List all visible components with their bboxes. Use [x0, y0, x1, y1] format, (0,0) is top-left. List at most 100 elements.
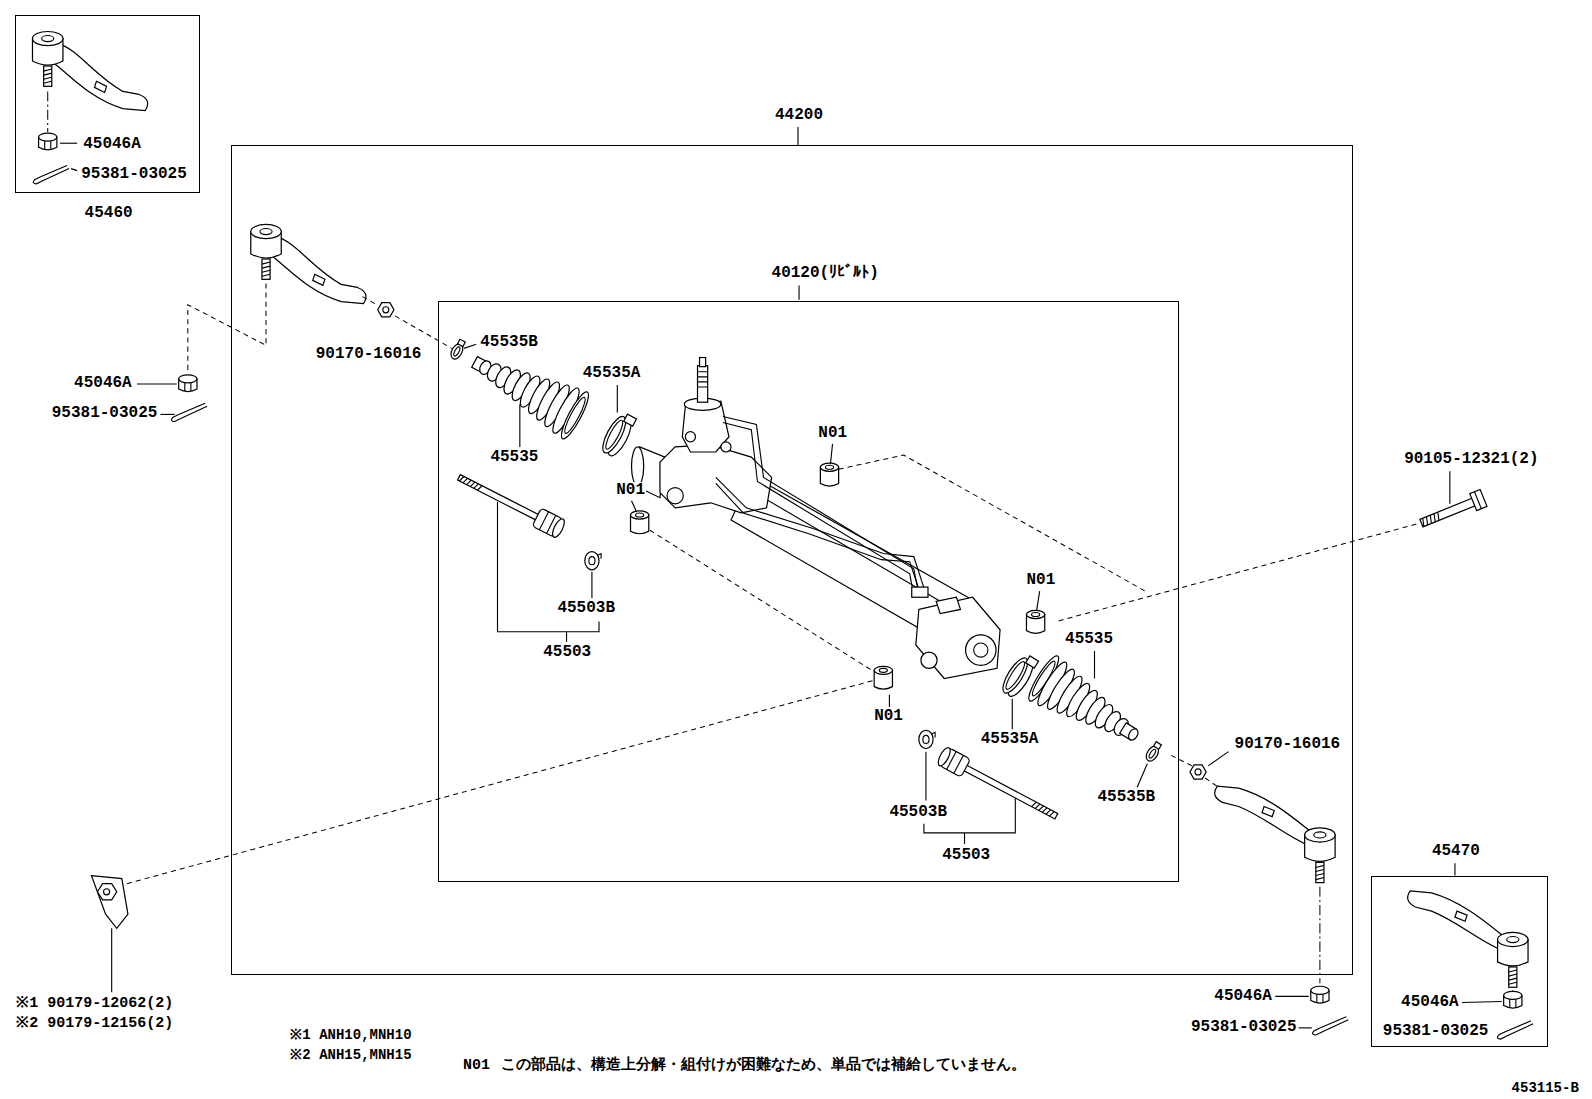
note-text: ※2 ANH15,MNH15: [289, 1049, 412, 1064]
rack-housing: [721, 442, 731, 452]
part-number: 95381-03025: [1190, 1019, 1298, 1037]
boot-clip: [458, 339, 466, 346]
hex-nut: [1190, 765, 1206, 779]
leader-lines: [1137, 764, 1147, 787]
boot-clip: [1144, 741, 1163, 764]
rack-end: [936, 746, 1061, 825]
part-number: 45046A: [1400, 995, 1460, 1013]
callout-number: N01: [873, 708, 904, 726]
leader-lines: [925, 752, 926, 801]
assembly-box: 4420040120(ﾘﾋﾞﾙﾄ): [231, 145, 1353, 975]
cotter-pin: [1497, 1021, 1533, 1039]
part-number: 45046A: [1213, 989, 1273, 1007]
boot-clip: [453, 346, 461, 357]
lock-washer: [585, 552, 601, 570]
callout-number: N01: [462, 1058, 491, 1075]
boot-clamp: [1003, 660, 1027, 692]
rack-housing: [698, 372, 708, 387]
rack-housing: [632, 447, 644, 486]
cotter-pin: [171, 403, 207, 421]
leader-lines: [1299, 1027, 1312, 1028]
castle-nut: [179, 375, 197, 392]
rack-housing: [966, 635, 996, 665]
steering-boot: [557, 389, 593, 441]
boot-clamp: [598, 410, 637, 459]
part-number: 90170-16016: [315, 347, 423, 365]
note-text: この部品は、構造上分解・組付けが困難なため、単品では補給していません。: [500, 1058, 1027, 1075]
assembly-lines: [1512, 990, 1513, 991]
leader-lines: [1037, 591, 1040, 610]
bushing: [631, 511, 649, 534]
rack-housing: [716, 477, 926, 594]
rack-housing: [916, 597, 1000, 678]
bracket-bolt: [104, 889, 110, 895]
part-number: 45503B: [888, 804, 948, 822]
leader-lines: [591, 572, 592, 598]
box-title: 45460: [84, 206, 134, 224]
assembly-lines: [1168, 754, 1192, 766]
rack-housing: [756, 494, 964, 616]
leader-lines: [519, 404, 520, 447]
bracket-bolt: [91, 876, 128, 929]
boot-clamp: [624, 414, 637, 426]
leader-lines: [111, 928, 112, 992]
leader-lines: [889, 695, 890, 707]
box-title: 40120(ﾘﾋﾞﾙﾄ): [771, 265, 880, 283]
leader-lines: [137, 383, 177, 384]
rack-end: [936, 746, 953, 768]
leader-lines: [1454, 863, 1455, 875]
bolt: [1418, 490, 1487, 532]
rack-housing: [723, 423, 914, 596]
box-title: 45470: [1431, 843, 1481, 861]
leader-lines: [924, 798, 1015, 844]
part-number: 45046A: [82, 136, 142, 154]
assembly-lines: [47, 91, 48, 132]
part-number: 45503B: [556, 601, 616, 619]
leader-lines: [831, 444, 833, 463]
callout-number: N01: [1025, 572, 1056, 590]
tie-rod-end: [1215, 786, 1335, 882]
leader-lines: [617, 385, 618, 412]
steering-boot: [462, 339, 593, 442]
boot-clamp: [603, 418, 625, 451]
leader-lines: [798, 285, 799, 299]
part-number: 45535A: [980, 732, 1040, 750]
assembly-lines: [1319, 887, 1320, 983]
rack-end: [458, 475, 540, 521]
bolt: [1420, 498, 1476, 527]
leader-lines: [60, 143, 77, 144]
box-title: 44200: [774, 107, 824, 125]
rack-housing: [723, 416, 919, 594]
part-number: 45535B: [479, 335, 539, 353]
part-number: 95381-03025: [1382, 1023, 1490, 1041]
rack-end: [1032, 801, 1055, 817]
hex-nut: [378, 303, 394, 317]
rack-housing: [936, 597, 960, 613]
part-number: 45535: [1064, 631, 1114, 649]
part-number: 90105-12321(2): [1403, 451, 1539, 469]
leader-lines: [1012, 699, 1013, 729]
boot-clamp: [1026, 656, 1039, 668]
rack-housing: [685, 432, 695, 442]
assembly-lines: [48, 91, 1513, 991]
part-kit-box: 4547045046A95381-03025: [1371, 876, 1549, 1047]
castle-nut: [39, 133, 57, 150]
bushing: [874, 666, 892, 689]
leader-lines: [797, 127, 798, 145]
leader-lines: [1462, 1001, 1502, 1002]
rack-housing: [698, 366, 708, 403]
castle-nut: [1504, 991, 1522, 1008]
part-number: 45503: [941, 847, 991, 865]
rack-housing: [716, 483, 921, 595]
bolt: [1470, 490, 1487, 511]
rack-housing: [921, 652, 937, 668]
rack-end: [454, 468, 566, 539]
part-number: 45046A: [73, 375, 133, 393]
part-kit-box: 45046A95381-0302545460: [15, 15, 200, 193]
part-number: 90170-16016: [1234, 736, 1342, 754]
assembly-lines: [362, 297, 451, 349]
rack-housing: [632, 358, 1001, 679]
